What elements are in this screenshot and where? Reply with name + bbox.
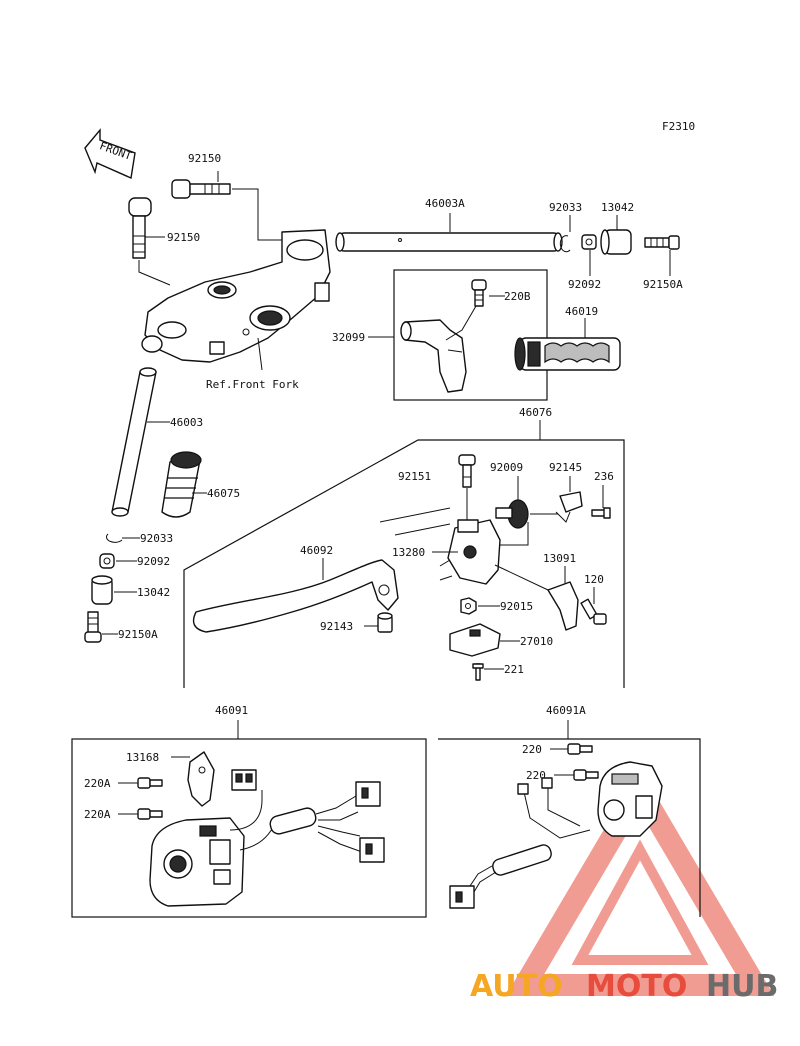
label-221: 221 [504, 663, 524, 676]
left-switch-housing-46091-icon [149, 817, 245, 907]
label-46019: 46019 [565, 305, 598, 318]
label-220a-2: 220A [84, 808, 111, 821]
label-92151: 92151 [398, 470, 431, 483]
left-switch-box [71, 738, 427, 918]
right-wire-harness-icon [469, 777, 591, 893]
label-220b: 220B [504, 290, 531, 303]
screw-220a-1-icon [137, 777, 163, 789]
label-92150-left: 92150 [167, 231, 200, 244]
label-220a-1: 220A [84, 777, 111, 790]
screw-220b-icon [471, 279, 487, 307]
label-13042-right: 13042 [601, 201, 634, 214]
label-13280: 13280 [392, 546, 425, 559]
label-92150a-left: 92150A [118, 628, 158, 641]
handlebar-46003-icon [111, 367, 157, 517]
label-32099: 32099 [332, 331, 365, 344]
left-connector-2-icon [355, 781, 381, 807]
pivot-92143-icon [377, 612, 393, 633]
bolt-92150-top-icon [171, 179, 231, 199]
screw-236-icon [591, 507, 611, 519]
label-13091: 13091 [543, 552, 576, 565]
master-cylinder-13280-icon [439, 519, 501, 585]
label-13168: 13168 [126, 751, 159, 764]
label-13042-left: 13042 [137, 586, 170, 599]
weight-13042-left-icon [91, 575, 113, 605]
right-switch-housing-46091a-icon [597, 761, 663, 837]
label-46003a: 46003A [425, 197, 465, 210]
switch-27010-icon [449, 623, 501, 657]
left-connector-3-icon [359, 837, 385, 863]
label-92033-right: 92033 [549, 201, 582, 214]
bolt-92150-left-icon [128, 197, 152, 259]
clamp-13091-icon [547, 581, 579, 631]
front-arrow-icon: FRONT [84, 128, 136, 180]
circlip-92033-left-icon [106, 533, 123, 543]
bolt-92150a-left-icon [84, 611, 102, 643]
bolt-120-icon [580, 598, 607, 625]
handlebar-46003a-icon [335, 232, 563, 252]
label-46003: 46003 [170, 416, 203, 429]
screw-221-icon [472, 663, 484, 681]
brake-lever-46092-icon [192, 559, 399, 633]
right-switch-box [438, 738, 701, 917]
label-92009: 92009 [490, 461, 523, 474]
clamp-13168-icon [187, 751, 215, 807]
left-connector-1-icon [231, 769, 257, 791]
grip-46019-icon [514, 337, 621, 371]
left-wire-harness-icon [269, 795, 363, 853]
label-46076: 46076 [519, 406, 552, 419]
bolt-92150a-right-icon [644, 235, 680, 250]
label-92092-left: 92092 [137, 555, 170, 568]
damper-92092-right-icon [581, 234, 597, 250]
bolt-92151-icon [458, 454, 476, 488]
label-92150-top: 92150 [188, 152, 221, 165]
label-92150a-right: 92150A [643, 278, 683, 291]
label-92145: 92145 [549, 461, 582, 474]
label-120: 120 [584, 573, 604, 586]
circlip-92033-right-icon [559, 235, 571, 253]
screw-220-1-icon [567, 743, 593, 755]
label-46091: 46091 [215, 704, 248, 717]
label-46075: 46075 [207, 487, 240, 500]
upper-triple-clamp-icon [141, 229, 331, 363]
adjuster-92009-icon [495, 499, 529, 529]
watermark-text: AUTO MOTO HUB [470, 969, 778, 1004]
lever-group-box [183, 439, 625, 688]
label-27010: 27010 [520, 635, 553, 648]
damper-92092-left-icon [99, 553, 115, 569]
label-92033-left: 92033 [140, 532, 173, 545]
label-92092-right: 92092 [568, 278, 601, 291]
weight-13042-right-icon [600, 229, 632, 255]
spring-92145-icon [555, 491, 583, 523]
ref-front-fork-label: Ref.Front Fork [206, 378, 299, 391]
label-220-1: 220 [522, 743, 542, 756]
grip-46075-icon [161, 451, 202, 518]
watermark-part1: AUTO [470, 969, 563, 1004]
throttle-group-box [393, 269, 548, 401]
screw-220-2-icon [573, 769, 599, 781]
figure-code: F2310 [662, 120, 695, 133]
label-220-2: 220 [526, 769, 546, 782]
label-46091a: 46091A [546, 704, 586, 717]
label-92015: 92015 [500, 600, 533, 613]
watermark-part2: MOTO [586, 969, 687, 1004]
screw-220a-2-icon [137, 808, 163, 820]
nut-92015-icon [460, 597, 477, 615]
label-46092: 46092 [300, 544, 333, 557]
label-236: 236 [594, 470, 614, 483]
label-92143: 92143 [320, 620, 353, 633]
watermark-logo-icon [505, 768, 775, 996]
throttle-grip-32099-icon [400, 319, 467, 393]
right-connector-icon [449, 885, 475, 909]
watermark-part3: HUB [706, 969, 778, 1004]
